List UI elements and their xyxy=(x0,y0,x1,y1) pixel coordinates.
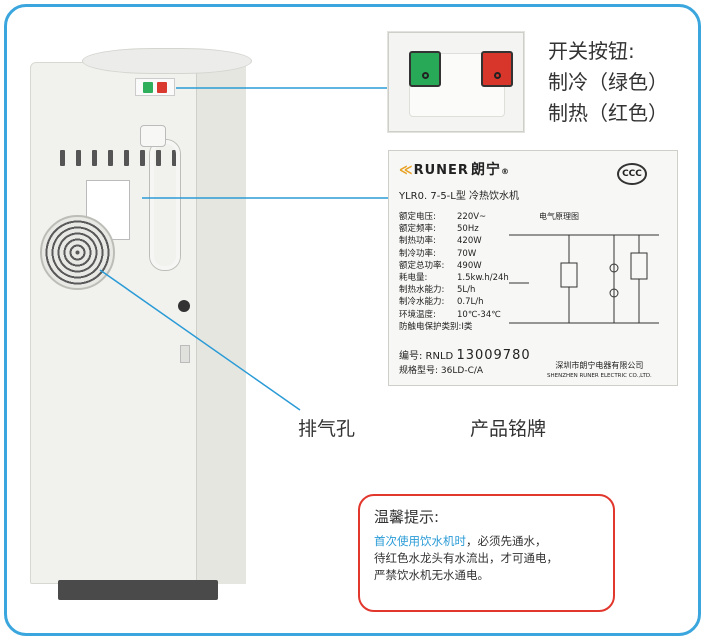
spec-row: 耗电量:1.5kw.h/24h xyxy=(399,273,509,284)
company-name: 深圳市朗宁电器有限公司 SHENZHEN RUNER ELECTRIC CO.,… xyxy=(547,361,652,379)
serial-number: 编号: RNLD 13009780 xyxy=(399,348,531,363)
model-line: YLR0. 7-5-L型 冷热饮水机 xyxy=(399,191,520,202)
drain-valve xyxy=(180,345,190,363)
switch-caption: 开关按钮: 制冷（绿色） 制热（红色） xyxy=(548,36,668,129)
nameplate-caption: 产品铭牌 xyxy=(470,418,547,440)
dispenser-switches xyxy=(135,78,175,96)
ccc-mark: CCC xyxy=(617,163,647,185)
tip-line-2: 待红色水龙头有水流出，才可通电， xyxy=(374,551,558,565)
spec-row: 防触电保护类别:I类 xyxy=(399,321,473,332)
spec-row: 额定电压:220V~ xyxy=(399,212,487,222)
switch-caption-heat: 制热（红色） xyxy=(548,101,668,125)
spec-row: 环境温度:10℃-34℃ xyxy=(399,309,501,320)
dispenser-top xyxy=(82,48,252,74)
spec-row: 制冷水能力:0.7L/h xyxy=(399,297,484,308)
tip-box: 温馨提示: 首次使用饮水机时，必须先通水， 待红色水龙头有水流出，才可通电， 严… xyxy=(358,494,615,612)
spec-row: 额定频率:50Hz xyxy=(399,224,479,235)
spec-row: 制热功率:420W xyxy=(399,236,482,247)
heat-switch xyxy=(481,51,513,87)
switch-caption-title: 开关按钮: xyxy=(548,39,635,63)
brand-en: RUNER xyxy=(413,163,469,178)
heat-switch-small xyxy=(157,82,167,93)
spec-no: 规格型号: 36LD-C/A xyxy=(399,366,484,376)
dispenser-side xyxy=(196,66,246,584)
spec-row: 制冷功率:70W xyxy=(399,248,477,259)
drain-knob xyxy=(178,300,190,312)
dispenser-base xyxy=(58,580,218,600)
circuit-diagram xyxy=(509,234,659,324)
brand-cn: 朗宁 xyxy=(470,162,501,178)
power-plug xyxy=(140,125,166,147)
switch-closeup xyxy=(388,32,524,132)
tip-title: 温馨提示: xyxy=(374,508,440,526)
exhaust-vent xyxy=(40,215,115,290)
tip-line-1: 首次使用饮水机时，必须先通水， xyxy=(374,534,547,548)
top-vents xyxy=(60,150,180,166)
switch-caption-cool: 制冷（绿色） xyxy=(548,70,668,94)
spec-row: 制热水能力:5L/h xyxy=(399,285,476,296)
circuit-title: 电气原理图 xyxy=(539,212,579,221)
cool-switch-small xyxy=(143,82,153,93)
tip-line-3: 严禁饮水机无水通电。 xyxy=(374,568,489,582)
spec-table: 额定电压:220V~ 额定频率:50Hz 制热功率:420W 制冷功率:70W … xyxy=(399,211,509,333)
cool-switch xyxy=(409,51,441,87)
vent-caption: 排气孔 xyxy=(298,418,356,440)
spec-row: 额定总功率:490W xyxy=(399,260,482,271)
